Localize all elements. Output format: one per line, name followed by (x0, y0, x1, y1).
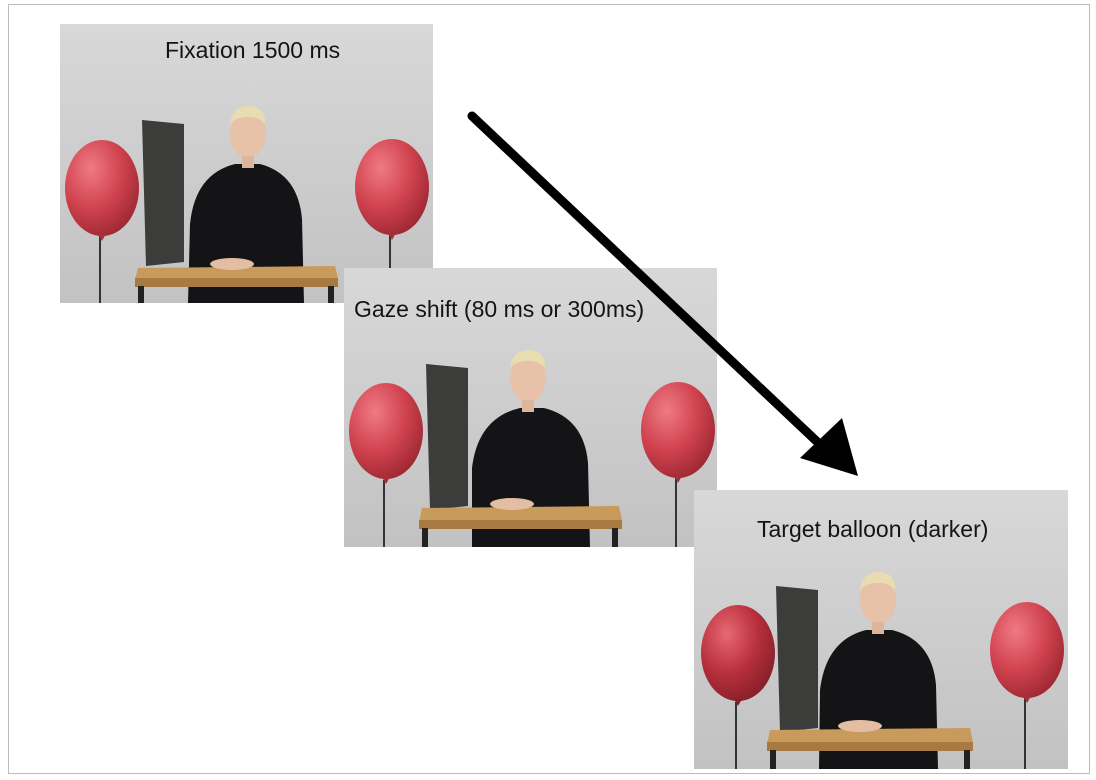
target-caption: Target balloon (darker) (757, 516, 989, 542)
fixation-scene-illustration (60, 24, 433, 303)
target-panel: Target balloon (darker) (694, 490, 1068, 769)
right-balloon (355, 139, 429, 235)
left-balloon-target (701, 605, 775, 701)
table (135, 266, 338, 280)
gaze-shift-panel: Gaze shift (80 ms or 300ms) (344, 268, 717, 547)
target-scene-illustration (694, 490, 1068, 769)
gaze-shift-caption: Gaze shift (80 ms or 300ms) (354, 296, 645, 322)
right-balloon (990, 602, 1064, 698)
table (767, 728, 973, 744)
right-balloon (641, 382, 715, 478)
left-balloon (65, 140, 139, 236)
left-balloon (349, 383, 423, 479)
fixation-caption: Fixation 1500 ms (165, 37, 341, 63)
barrier-board (426, 364, 468, 510)
fixation-panel: Fixation 1500 ms (60, 24, 433, 303)
barrier-board (776, 586, 818, 732)
barrier-board (142, 120, 184, 266)
table (419, 506, 622, 522)
